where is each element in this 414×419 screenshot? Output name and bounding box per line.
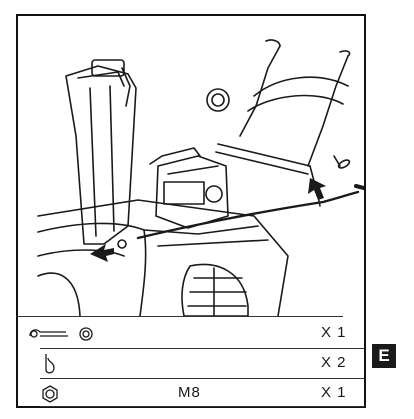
- divider-top: [18, 316, 343, 317]
- hardware-quantity: X 1: [321, 384, 347, 401]
- instruction-frame: X 1 X 2 M8 X 1: [16, 14, 366, 408]
- auger-housing: [37, 199, 289, 316]
- chute: [65, 65, 137, 245]
- hardware-row-2: X 2: [18, 350, 364, 378]
- step-badge: E: [372, 344, 396, 368]
- cotter-pin-and-washer-icon: [29, 327, 93, 341]
- hairpin-clip-icon: [45, 354, 55, 374]
- hardware-row-1: X 1: [18, 320, 364, 348]
- divider-bottom: [40, 406, 365, 407]
- hardware-row-3: M8 X 1: [18, 380, 364, 408]
- wheel: [181, 263, 249, 316]
- hardware-size: M8: [178, 384, 201, 401]
- engine: [155, 155, 229, 229]
- arrow-left: [90, 244, 114, 262]
- divider: [40, 348, 365, 349]
- hex-nut-icon: [42, 385, 58, 403]
- handle-left: [239, 45, 281, 137]
- snowblower-illustration: [18, 16, 364, 316]
- divider: [40, 378, 365, 379]
- handle-right: [307, 55, 349, 167]
- hardware-quantity: X 1: [321, 324, 347, 341]
- hardware-quantity: X 2: [321, 354, 347, 371]
- arrow-right: [308, 178, 326, 200]
- control-cable: [136, 190, 360, 240]
